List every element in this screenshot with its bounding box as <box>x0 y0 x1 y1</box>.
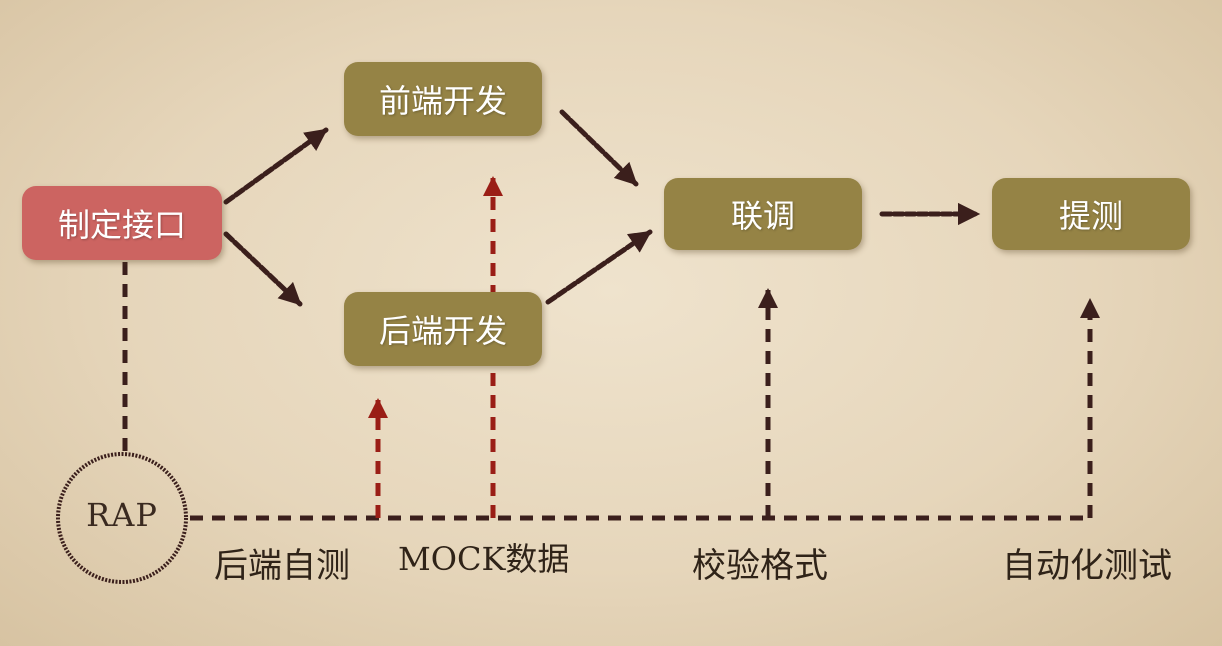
node-submit-test: 提测 <box>992 178 1190 250</box>
node-define-interface-label: 制定接口 <box>57 206 186 244</box>
arrow-define-to-backend <box>223 231 303 307</box>
node-backend-dev: 后端开发 <box>344 292 542 366</box>
label-auto-test: 自动化测试 <box>1002 546 1172 586</box>
rap-circle <box>56 452 188 584</box>
node-integration: 联调 <box>664 178 862 250</box>
arrow-define-to-frontend <box>223 127 329 205</box>
rap-label: RAP <box>86 496 158 534</box>
label-backend-self-test: 后端自测 <box>214 546 350 586</box>
label-mock-data: MOCK数据 <box>398 540 570 578</box>
node-submit-test-label: 提测 <box>1058 197 1123 235</box>
node-integration-label: 联调 <box>730 197 795 235</box>
node-backend-dev-label: 后端开发 <box>378 312 507 350</box>
label-validate-format: 校验格式 <box>692 546 828 586</box>
node-frontend-dev-label: 前端开发 <box>378 82 507 120</box>
arrow-frontend-to-integration <box>559 109 639 187</box>
arrow-backend-to-integration <box>545 229 653 305</box>
node-frontend-dev: 前端开发 <box>344 62 542 136</box>
node-define-interface: 制定接口 <box>22 186 222 260</box>
